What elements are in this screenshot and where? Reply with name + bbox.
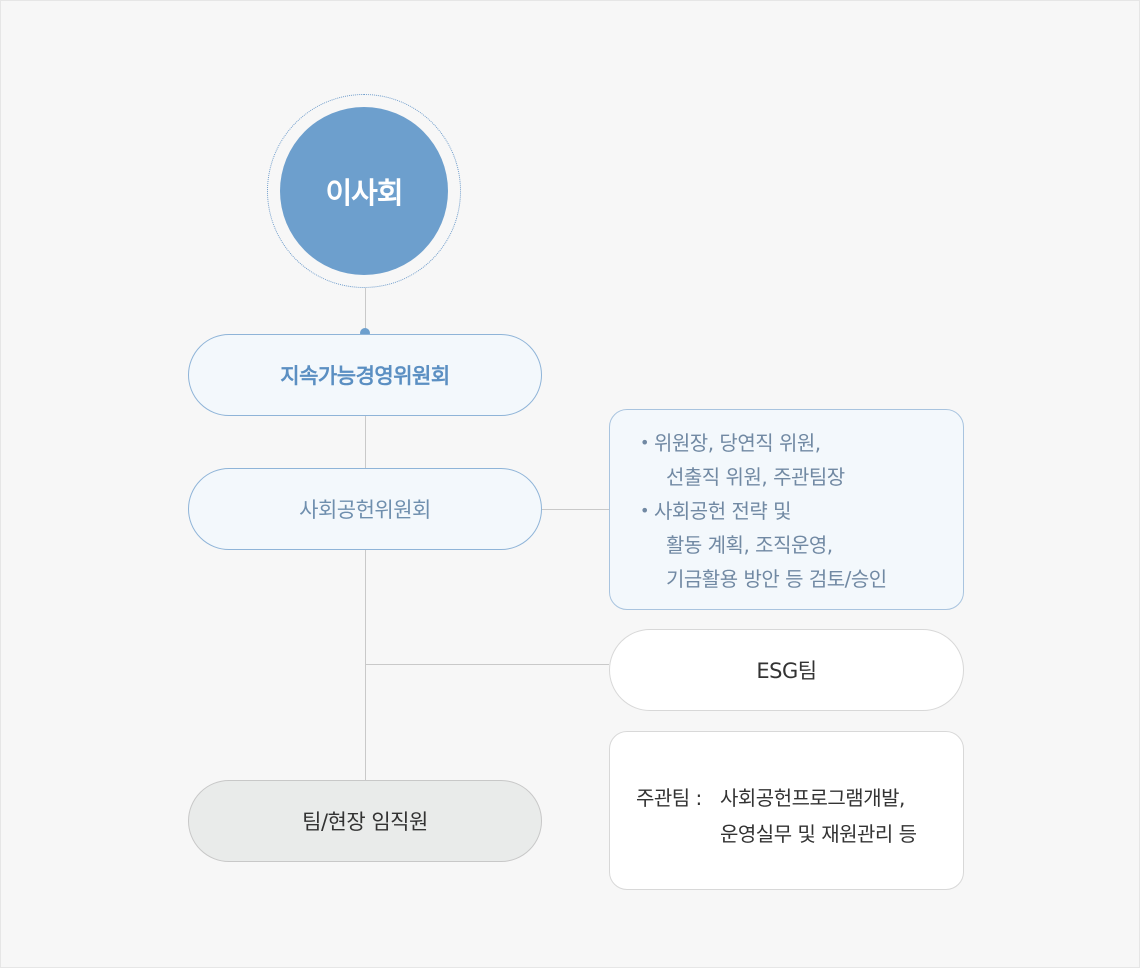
social-committee-details-box: • 위원장, 당연직 위원, 선출직 위원, 주관팀장 • 사회공헌 전략 및 … (609, 409, 964, 610)
details-item-line: 위원장, 당연직 위원, (654, 431, 821, 455)
connector-trunk-to-esg (365, 664, 609, 665)
details-item: • 사회공헌 전략 및 활동 계획, 조직운영, 기금활용 방안 등 검토/승인 (640, 494, 953, 596)
connector-social-to-details (542, 509, 609, 510)
social-contribution-committee-label: 사회공헌위원회 (299, 498, 431, 522)
connector-board-to-sustain (365, 288, 366, 334)
staff-label: 팀/현장 임직원 (302, 810, 428, 834)
lead-team-label: 주관팀 : (636, 786, 702, 810)
board-outer-ring (267, 94, 461, 288)
lead-team-duty-line: 운영실무 및 재원관리 등 (720, 822, 917, 846)
connector-dot (360, 328, 370, 338)
sustainability-committee-label: 지속가능경영위원회 (280, 364, 450, 388)
connector-social-to-staff (365, 550, 366, 780)
staff-node: 팀/현장 임직원 (188, 780, 542, 862)
esg-team-node: ESG팀 (609, 629, 964, 711)
bullet-icon: • (640, 501, 649, 520)
details-item-line: 사회공헌 전략 및 (654, 499, 792, 523)
social-contribution-committee-node: 사회공헌위원회 (188, 468, 542, 550)
details-item-line: 기금활용 방안 등 검토/승인 (666, 567, 887, 591)
esg-team-label: ESG팀 (756, 659, 817, 683)
connector-sustain-to-social (365, 416, 366, 468)
board-node: 이사회 (280, 107, 448, 275)
board-label: 이사회 (325, 176, 403, 210)
details-item-line: 활동 계획, 조직운영, (666, 533, 833, 557)
details-item-line: 선출직 위원, 주관팀장 (666, 465, 845, 489)
details-item: • 위원장, 당연직 위원, 선출직 위원, 주관팀장 (640, 426, 953, 494)
sustainability-committee-node: 지속가능경영위원회 (188, 334, 542, 416)
lead-team-box: 주관팀 : 사회공헌프로그램개발, 운영실무 및 재원관리 등 (609, 731, 964, 890)
bullet-icon: • (640, 433, 649, 452)
lead-team-duty-line: 사회공헌프로그램개발, (720, 786, 905, 810)
